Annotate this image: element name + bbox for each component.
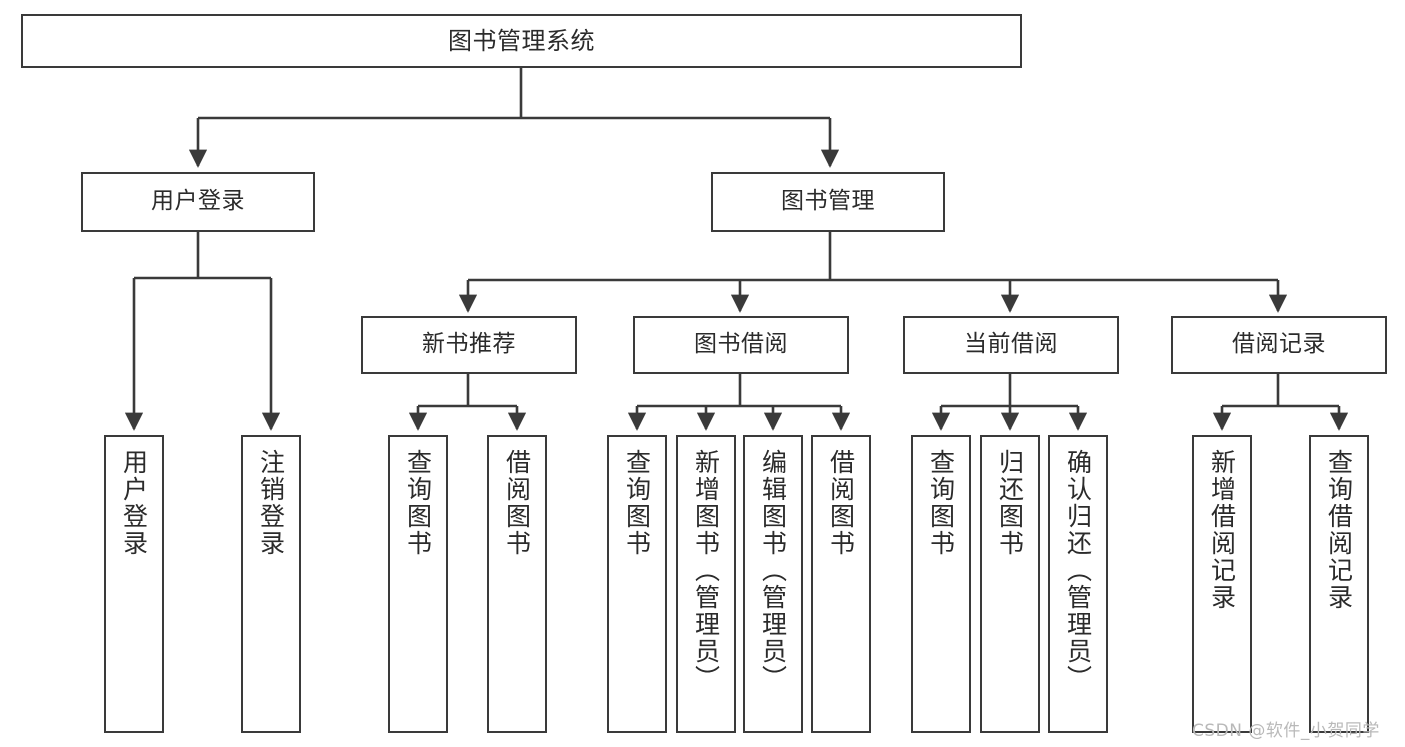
node-leaf-query-book-recommend[interactable]: 查询图书 bbox=[388, 435, 448, 733]
node-label: 新增借阅记录 bbox=[1207, 449, 1237, 611]
node-label: 编辑图书（管理员） bbox=[758, 449, 788, 692]
watermark-csdn: CSDN @软件_小贺同学 bbox=[1192, 721, 1380, 741]
node-leaf-add-borrow-record[interactable]: 新增借阅记录 bbox=[1192, 435, 1252, 733]
node-leaf-edit-book-admin[interactable]: 编辑图书（管理员） bbox=[743, 435, 803, 733]
node-label: 查询借阅记录 bbox=[1324, 449, 1354, 611]
node-leaf-query-book-current[interactable]: 查询图书 bbox=[911, 435, 971, 733]
node-label: 图书借阅 bbox=[694, 331, 788, 358]
node-leaf-add-book-admin[interactable]: 新增图书（管理员） bbox=[676, 435, 736, 733]
node-label: 新书推荐 bbox=[422, 331, 516, 358]
node-label: 新增图书（管理员） bbox=[691, 449, 721, 692]
node-label: 确认归还（管理员） bbox=[1063, 449, 1093, 692]
node-label: 借阅图书 bbox=[826, 449, 856, 557]
node-label: 用户登录 bbox=[119, 449, 149, 557]
node-label: 归还图书 bbox=[995, 449, 1025, 557]
node-borrow-record[interactable]: 借阅记录 bbox=[1171, 316, 1387, 374]
node-label: 图书管理 bbox=[781, 188, 875, 215]
node-label: 注销登录 bbox=[256, 449, 286, 557]
node-leaf-query-borrow-record[interactable]: 查询借阅记录 bbox=[1309, 435, 1369, 733]
node-label: 查询图书 bbox=[403, 449, 433, 557]
node-book-management[interactable]: 图书管理 bbox=[711, 172, 945, 232]
node-root-book-management-system[interactable]: 图书管理系统 bbox=[21, 14, 1022, 68]
node-leaf-confirm-return-admin[interactable]: 确认归还（管理员） bbox=[1048, 435, 1108, 733]
node-label: 借阅图书 bbox=[502, 449, 532, 557]
node-leaf-logout[interactable]: 注销登录 bbox=[241, 435, 301, 733]
node-leaf-user-login[interactable]: 用户登录 bbox=[104, 435, 164, 733]
node-leaf-query-book[interactable]: 查询图书 bbox=[607, 435, 667, 733]
node-user-login[interactable]: 用户登录 bbox=[81, 172, 315, 232]
node-label: 查询图书 bbox=[926, 449, 956, 557]
node-leaf-borrow-book[interactable]: 借阅图书 bbox=[811, 435, 871, 733]
node-label: 用户登录 bbox=[151, 188, 245, 215]
node-leaf-return-book[interactable]: 归还图书 bbox=[980, 435, 1040, 733]
node-label: 借阅记录 bbox=[1232, 331, 1326, 358]
node-leaf-borrow-book-recommend[interactable]: 借阅图书 bbox=[487, 435, 547, 733]
node-label: 当前借阅 bbox=[964, 331, 1058, 358]
node-new-book-recommend[interactable]: 新书推荐 bbox=[361, 316, 577, 374]
node-book-borrow[interactable]: 图书借阅 bbox=[633, 316, 849, 374]
node-label: 查询图书 bbox=[622, 449, 652, 557]
node-current-borrow[interactable]: 当前借阅 bbox=[903, 316, 1119, 374]
node-label: 图书管理系统 bbox=[448, 26, 595, 55]
